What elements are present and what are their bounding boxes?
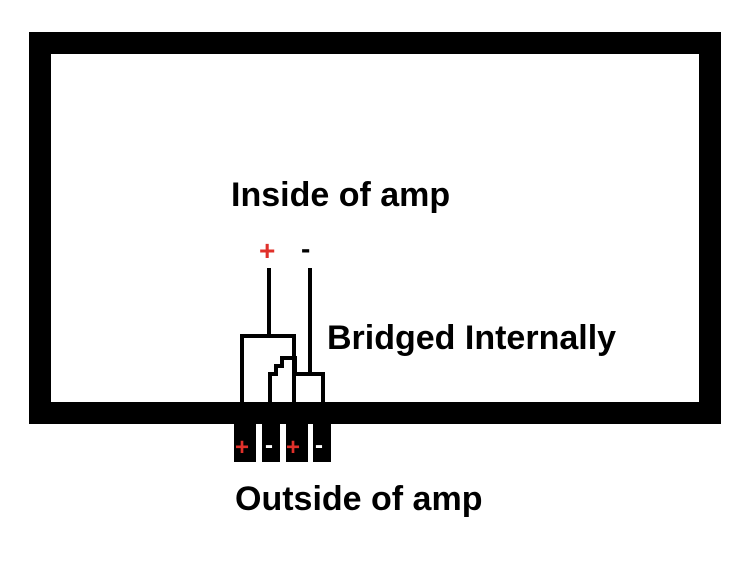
terminal-2 — [262, 422, 280, 462]
terminal-3-sign: + — [286, 434, 301, 461]
bridged-internally-label: Bridged Internally — [327, 319, 617, 357]
terminal-1 — [234, 422, 256, 462]
inside-of-amp-label: Inside of amp — [231, 176, 451, 214]
terminal-1-sign: + — [235, 434, 250, 461]
positive-terminal-sign: + — [259, 235, 276, 266]
internal-wiring — [240, 268, 325, 436]
inner-bridge-loop — [268, 356, 325, 436]
terminal-block — [234, 422, 331, 462]
negative-terminal-sign: - — [301, 233, 311, 264]
terminal-4 — [313, 422, 331, 462]
outside-of-amp-label: Outside of amp — [235, 480, 483, 518]
outer-bridge-loop — [240, 334, 296, 436]
terminal-3 — [286, 422, 308, 462]
amp-enclosure — [29, 32, 721, 424]
terminal-4-sign: - — [315, 432, 323, 459]
terminal-2-sign: - — [265, 432, 273, 459]
